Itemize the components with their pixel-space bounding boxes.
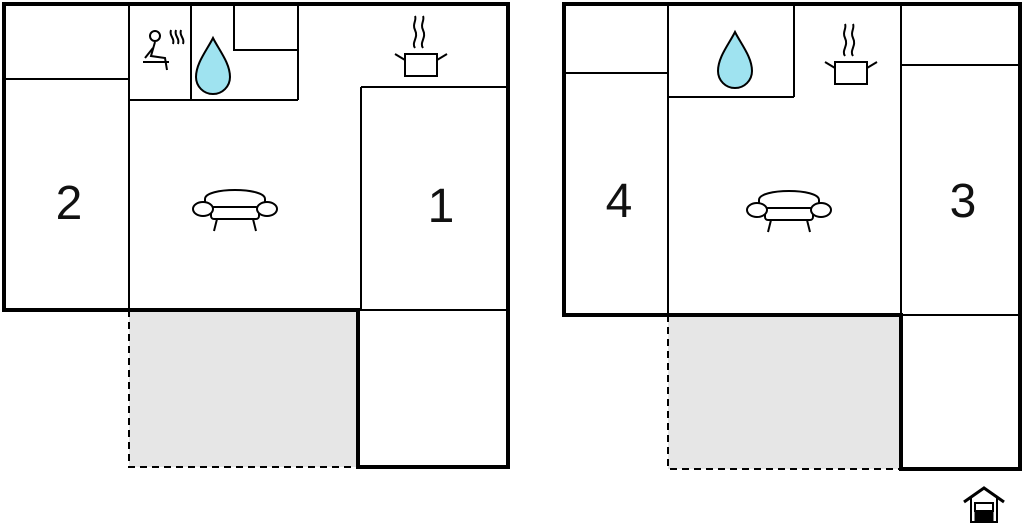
- outer-wall-right: [562, 2, 1022, 471]
- unit-left: 2 1: [2, 2, 510, 469]
- cooking-pot-icon: [394, 15, 448, 77]
- terrace-left-outline: [128, 310, 358, 468]
- room-label-1: 1: [428, 180, 455, 233]
- interior-walls-left: [4, 4, 508, 311]
- water-drop-icon: [717, 31, 753, 89]
- interior-walls-right: [564, 4, 1020, 316]
- entrance-house-icon: [963, 486, 1005, 523]
- sauna-icon: [142, 29, 185, 71]
- room-label-3: 3: [950, 175, 977, 228]
- terrace-right-outline: [667, 315, 901, 470]
- sofa-icon: [192, 189, 278, 232]
- terrace-right: [668, 315, 901, 469]
- water-drop-icon: [195, 37, 231, 95]
- terrace-left: [129, 310, 358, 467]
- room-label-2: 2: [56, 177, 83, 230]
- unit-right: 4 3: [562, 2, 1022, 471]
- outer-wall-left: [2, 2, 510, 469]
- room-label-4: 4: [606, 175, 633, 228]
- sofa-icon: [746, 190, 832, 233]
- cooking-pot-icon: [824, 23, 878, 85]
